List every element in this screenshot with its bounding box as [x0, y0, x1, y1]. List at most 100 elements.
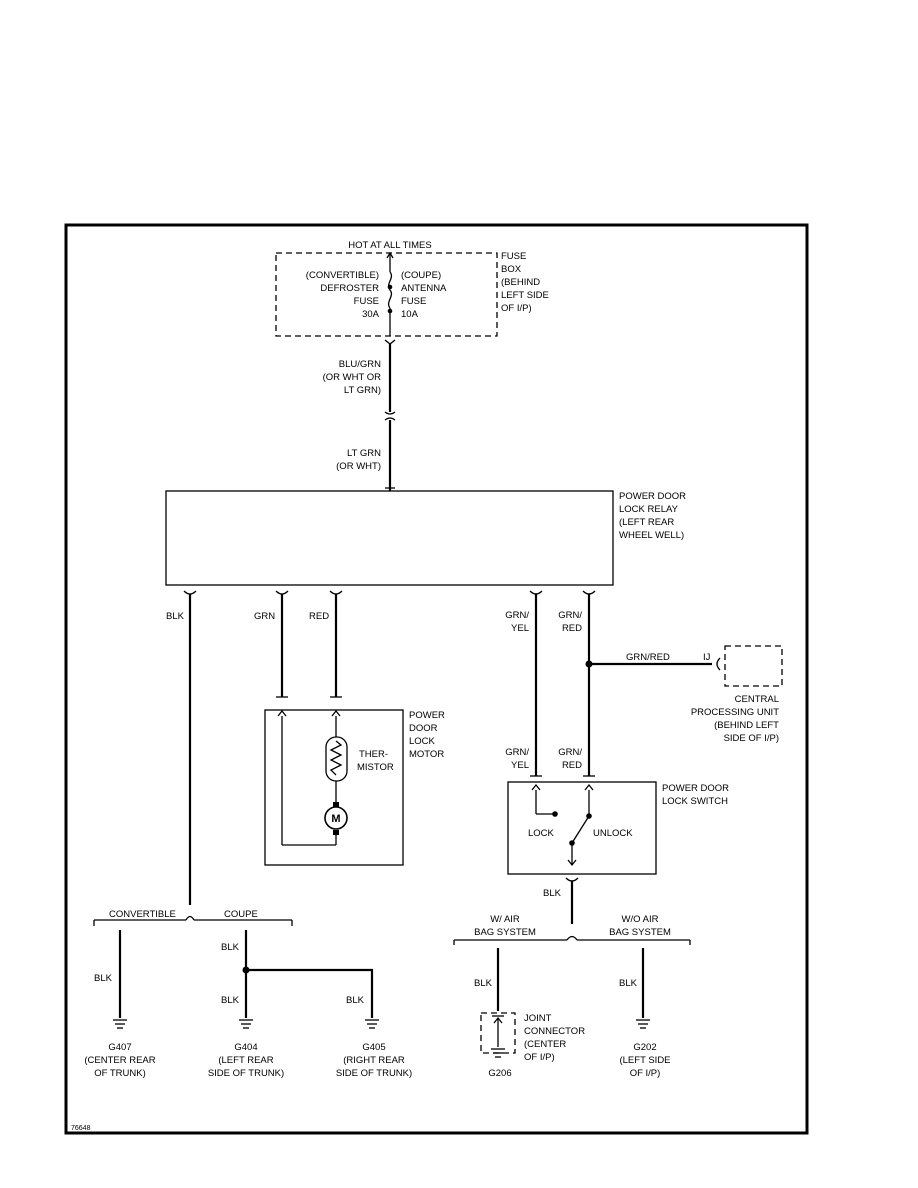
svg-text:OF TRUNK): OF TRUNK)	[94, 1068, 146, 1079]
svg-text:SIDE OF TRUNK): SIDE OF TRUNK)	[208, 1068, 284, 1079]
joint-connector-symbol	[492, 1015, 504, 1047]
lock-label: LOCK	[528, 828, 555, 839]
power-door-lock-motor-label: POWER DOOR LOCK MOTOR	[409, 710, 445, 760]
grn-yel-lower-label: GRN/ YEL	[505, 747, 529, 771]
svg-text:CONNECTOR: CONNECTOR	[524, 1026, 585, 1037]
convertible-label: CONVERTIBLE	[109, 909, 176, 920]
svg-text:OF I/P): OF I/P)	[630, 1068, 661, 1079]
fuse-box-label: FUSE BOX (BEHIND LEFT SIDE OF I/P)	[501, 251, 549, 314]
svg-text:GRN/: GRN/	[505, 610, 529, 621]
grn-red-cpu-wire-label: GRN/RED	[626, 652, 670, 663]
svg-text:LT GRN): LT GRN)	[344, 385, 381, 396]
coupe-blk-label-upper: BLK	[221, 942, 240, 953]
fuse-symbol	[384, 251, 396, 345]
joint-connector-label: JOINT CONNECTOR (CENTER OF I/P)	[524, 1013, 585, 1063]
svg-text:BAG SYSTEM: BAG SYSTEM	[474, 927, 536, 938]
svg-text:(BEHIND: (BEHIND	[501, 277, 540, 288]
svg-text:WHEEL WELL): WHEEL WELL)	[619, 530, 684, 541]
without-air-bag-label: W/O AIR BAG SYSTEM	[609, 914, 671, 938]
svg-text:JOINT: JOINT	[524, 1013, 552, 1024]
svg-text:CENTRAL: CENTRAL	[735, 694, 779, 705]
svg-text:ANTENNA: ANTENNA	[401, 283, 447, 294]
svg-text:THER-: THER-	[359, 749, 388, 760]
grn-red-lower-label: GRN/ RED	[558, 747, 582, 771]
figure-id: 76648	[71, 1125, 91, 1132]
g405-ground-icon	[365, 1019, 379, 1029]
relay-connector-hooks	[183, 590, 596, 595]
svg-text:FUSE: FUSE	[401, 296, 426, 307]
svg-text:DEFROSTER: DEFROSTER	[320, 283, 379, 294]
red-wire-label: RED	[309, 611, 329, 622]
svg-text:LOCK SWITCH: LOCK SWITCH	[662, 796, 728, 807]
svg-text:BAG SYSTEM: BAG SYSTEM	[609, 927, 671, 938]
g202-ground-icon	[636, 1019, 650, 1029]
lock-switch-contacts	[535, 790, 592, 867]
svg-text:BLU/GRN: BLU/GRN	[339, 359, 381, 370]
motor-connector	[276, 696, 342, 717]
feed-wire-upper-label: BLU/GRN (OR WHT OR LT GRN)	[323, 359, 382, 396]
svg-text:W/ AIR: W/ AIR	[490, 914, 520, 925]
g405-wire-label: BLK	[346, 995, 365, 1006]
g405-label: G405 (RIGHT REAR SIDE OF TRUNK)	[336, 1042, 412, 1079]
svg-text:POWER: POWER	[409, 710, 445, 721]
power-door-lock-switch-box	[507, 781, 657, 875]
coupe-blk-label-lower: BLK	[221, 995, 240, 1006]
g405-wire	[246, 968, 374, 1018]
g404-ground-icon	[239, 1019, 253, 1029]
grn-red-upper-label: GRN/ RED	[558, 610, 582, 634]
motor-symbol: M	[324, 802, 348, 835]
svg-text:MISTOR: MISTOR	[357, 762, 394, 773]
svg-text:LEFT SIDE: LEFT SIDE	[501, 290, 549, 301]
convertible-defroster-fuse-label: (CONVERTIBLE) DEFROSTER FUSE 30A	[306, 270, 380, 320]
unlock-label: UNLOCK	[593, 828, 633, 839]
svg-text:GRN/: GRN/	[558, 747, 582, 758]
svg-text:30A: 30A	[362, 309, 380, 320]
thermistor-symbol	[325, 736, 348, 782]
g206-label: G206	[488, 1068, 511, 1079]
blk-wire-relay-label: BLK	[166, 611, 185, 622]
g202-label: G202 (LEFT SIDE OF I/P)	[619, 1042, 670, 1079]
power-door-lock-motor-box	[264, 709, 404, 866]
g407-label: G407 (CENTER REAR OF TRUNK)	[84, 1042, 155, 1079]
with-air-bag-label: W/ AIR BAG SYSTEM	[474, 914, 536, 938]
svg-text:(OR WHT): (OR WHT)	[336, 461, 381, 472]
coupe-antenna-fuse-label: (COUPE) ANTENNA FUSE 10A	[401, 270, 447, 320]
svg-text:YEL: YEL	[511, 623, 529, 634]
central-processing-unit-box	[724, 645, 783, 687]
hot-at-all-times-label: HOT AT ALL TIMES	[348, 240, 431, 251]
svg-text:PROCESSING UNIT: PROCESSING UNIT	[691, 707, 779, 718]
power-door-lock-switch-label: POWER DOOR LOCK SWITCH	[662, 783, 729, 807]
svg-text:BOX: BOX	[501, 264, 522, 275]
diagram-frame	[64, 223, 809, 1135]
svg-text:RED: RED	[562, 623, 582, 634]
svg-text:(LEFT REAR: (LEFT REAR	[218, 1055, 273, 1066]
svg-text:GRN/: GRN/	[558, 610, 582, 621]
cpu-pin-label: IJ	[703, 652, 711, 663]
svg-text:LOCK: LOCK	[409, 736, 436, 747]
svg-text:SIDE OF I/P): SIDE OF I/P)	[724, 733, 779, 744]
svg-text:(BEHIND LEFT: (BEHIND LEFT	[714, 720, 779, 731]
fuse-box-outline	[275, 252, 498, 337]
svg-text:(LEFT REAR: (LEFT REAR	[619, 517, 674, 528]
svg-text:(RIGHT REAR: (RIGHT REAR	[343, 1055, 405, 1066]
svg-text:MOTOR: MOTOR	[409, 749, 444, 760]
coupe-label: COUPE	[224, 909, 258, 920]
g407-ground-icon	[113, 1019, 127, 1029]
svg-text:OF I/P): OF I/P)	[501, 303, 532, 314]
central-processing-unit-label: CENTRAL PROCESSING UNIT (BEHIND LEFT SID…	[691, 694, 779, 744]
grn-yel-upper-label: GRN/ YEL	[505, 610, 529, 634]
power-door-lock-relay-label: POWER DOOR LOCK RELAY (LEFT REAR WHEEL W…	[619, 491, 686, 541]
svg-text:DOOR: DOOR	[409, 723, 438, 734]
svg-text:M: M	[331, 813, 340, 825]
g404-label: G404 (LEFT REAR SIDE OF TRUNK)	[208, 1042, 284, 1079]
svg-text:SIDE OF TRUNK): SIDE OF TRUNK)	[336, 1068, 412, 1079]
svg-text:(CONVERTIBLE): (CONVERTIBLE)	[306, 270, 379, 281]
svg-text:LOCK RELAY: LOCK RELAY	[619, 504, 679, 515]
feed-wire-lower-label: LT GRN (OR WHT)	[336, 448, 381, 472]
switch-output-connector	[565, 877, 579, 882]
feed-wire	[384, 344, 396, 491]
thermistor-label: THER- MISTOR	[357, 749, 394, 773]
g202-wire-label: BLK	[619, 978, 638, 989]
cpu-connector	[716, 657, 721, 671]
